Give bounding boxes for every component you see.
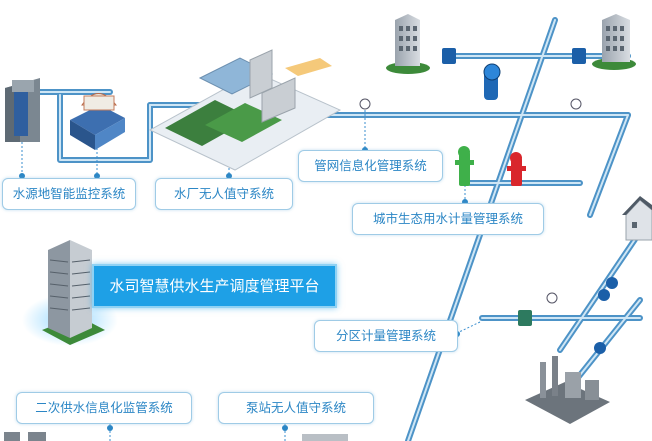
water-source-well-icon xyxy=(5,78,40,142)
hydrant-red-icon xyxy=(507,152,526,186)
label-secondary-supply: 二次供水信息化监管系统 xyxy=(16,392,192,424)
valve-icon xyxy=(442,48,618,354)
label-water-source: 水源地智能监控系统 xyxy=(2,178,136,210)
platform-title: 水司智慧供水生产调度管理平台 xyxy=(92,264,337,308)
hydrant-green-icon xyxy=(455,146,474,186)
label-eco-water: 城市生态用水计量管理系统 xyxy=(352,203,544,235)
label-pipe-network: 管网信息化管理系统 xyxy=(298,150,443,182)
label-district-metering: 分区计量管理系统 xyxy=(314,320,458,352)
bottom-center-building-icon xyxy=(302,434,348,441)
pipe-network xyxy=(37,17,643,441)
top-right-building-icon xyxy=(592,14,636,70)
top-left-building-icon xyxy=(386,14,430,74)
water-source-station-icon xyxy=(70,93,125,150)
right-house-icon xyxy=(622,196,652,241)
flow-meter-icon xyxy=(483,63,501,100)
label-water-plant: 水厂无人值守系统 xyxy=(155,178,293,210)
factory-icon xyxy=(525,356,610,424)
bottom-left-building-icon xyxy=(4,432,46,441)
label-pump-station: 泵站无人值守系统 xyxy=(218,392,374,424)
pressure-gauge-icon xyxy=(359,98,582,304)
water-plant-icon xyxy=(148,49,342,171)
